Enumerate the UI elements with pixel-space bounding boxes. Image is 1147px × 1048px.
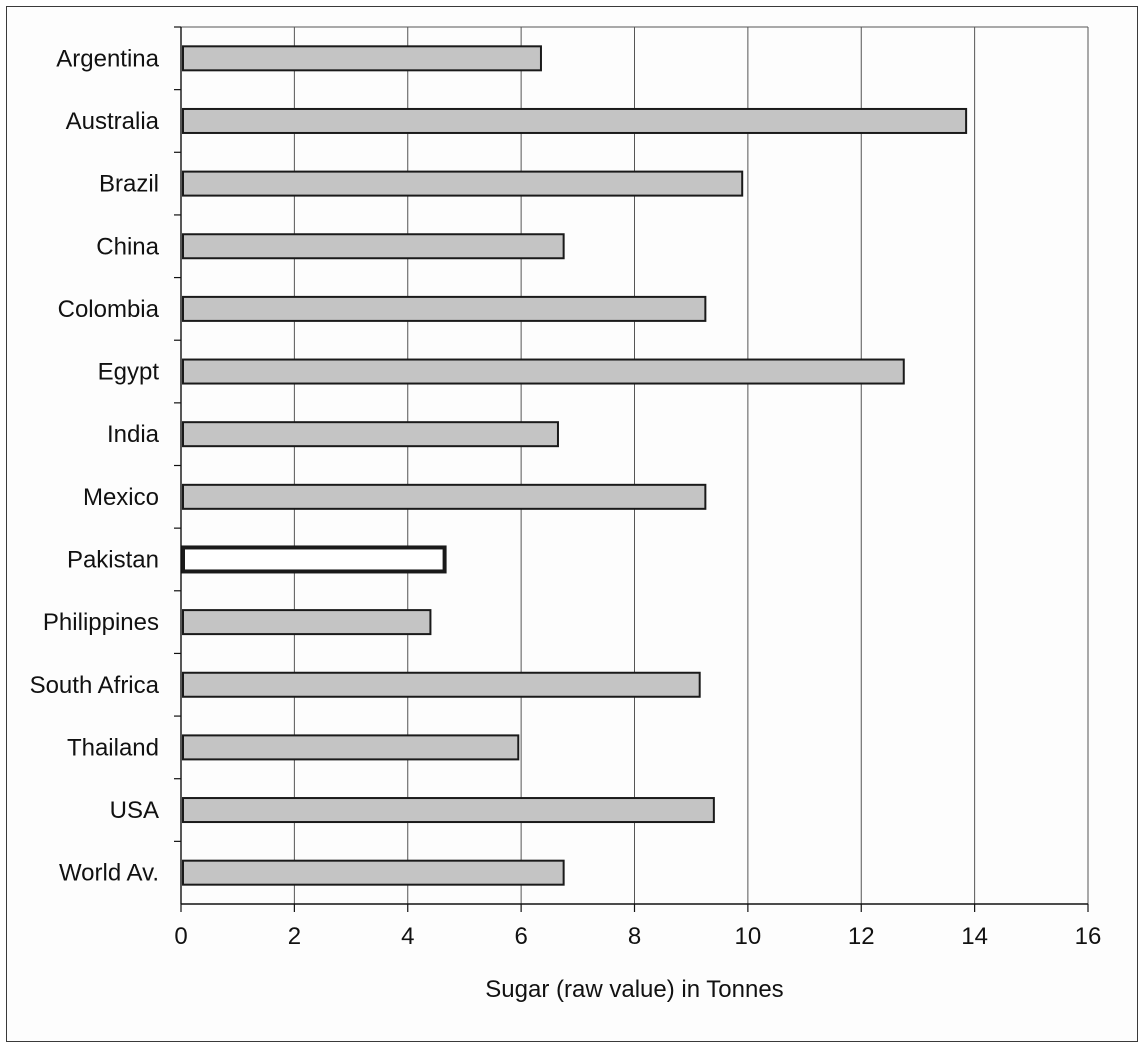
category-label-colombia: Colombia <box>58 296 160 323</box>
bar-egypt <box>182 358 905 385</box>
x-axis-title: Sugar (raw value) in Tonnes <box>485 976 783 1003</box>
bar-philippines <box>182 609 432 636</box>
x-tick-label-2: 2 <box>288 923 301 950</box>
category-label-mexico: Mexico <box>83 484 159 511</box>
x-tick-label-6: 6 <box>514 923 527 950</box>
category-label-india: India <box>107 421 160 448</box>
x-tick-label-8: 8 <box>628 923 641 950</box>
bar-mexico <box>182 483 707 510</box>
category-label-south-africa: South Africa <box>30 672 160 699</box>
x-tick-label-10: 10 <box>735 923 762 950</box>
category-labels: ArgentinaAustraliaBrazilChinaColombiaEgy… <box>30 45 160 886</box>
category-label-philippines: Philippines <box>43 609 159 636</box>
x-tick-label-4: 4 <box>401 923 414 950</box>
category-label-china: China <box>96 233 159 260</box>
bar-pakistan <box>181 545 447 574</box>
bar-india <box>182 421 559 448</box>
category-label-usa: USA <box>110 797 159 824</box>
bar-world-av <box>182 859 565 886</box>
x-tick-label-14: 14 <box>961 923 988 950</box>
bar-usa <box>182 797 715 824</box>
category-label-australia: Australia <box>66 108 160 135</box>
category-label-argentina: Argentina <box>56 45 159 72</box>
bars <box>181 45 968 886</box>
x-tick-labels: 0 2 4 6 8 10 12 14 16 <box>174 923 1101 950</box>
gridlines <box>293 27 1089 904</box>
bar-australia <box>182 107 968 134</box>
bar-argentina <box>182 45 542 72</box>
category-label-brazil: Brazil <box>99 171 159 198</box>
category-label-egypt: Egypt <box>98 359 160 386</box>
x-tick-label-12: 12 <box>848 923 875 950</box>
category-label-thailand: Thailand <box>67 734 159 761</box>
category-label-world-av: World Av. <box>59 860 159 887</box>
axes <box>174 26 1089 912</box>
bar-south-africa <box>182 671 701 698</box>
bar-thailand <box>182 734 520 761</box>
bar-china <box>182 233 565 260</box>
bar-brazil <box>182 170 744 197</box>
bar-chart: ArgentinaAustraliaBrazilChinaColombiaEgy… <box>30 26 1101 1003</box>
x-tick-label-16: 16 <box>1075 923 1102 950</box>
bar-colombia <box>182 295 707 322</box>
category-label-pakistan: Pakistan <box>67 546 159 573</box>
x-tick-label-0: 0 <box>174 923 187 950</box>
